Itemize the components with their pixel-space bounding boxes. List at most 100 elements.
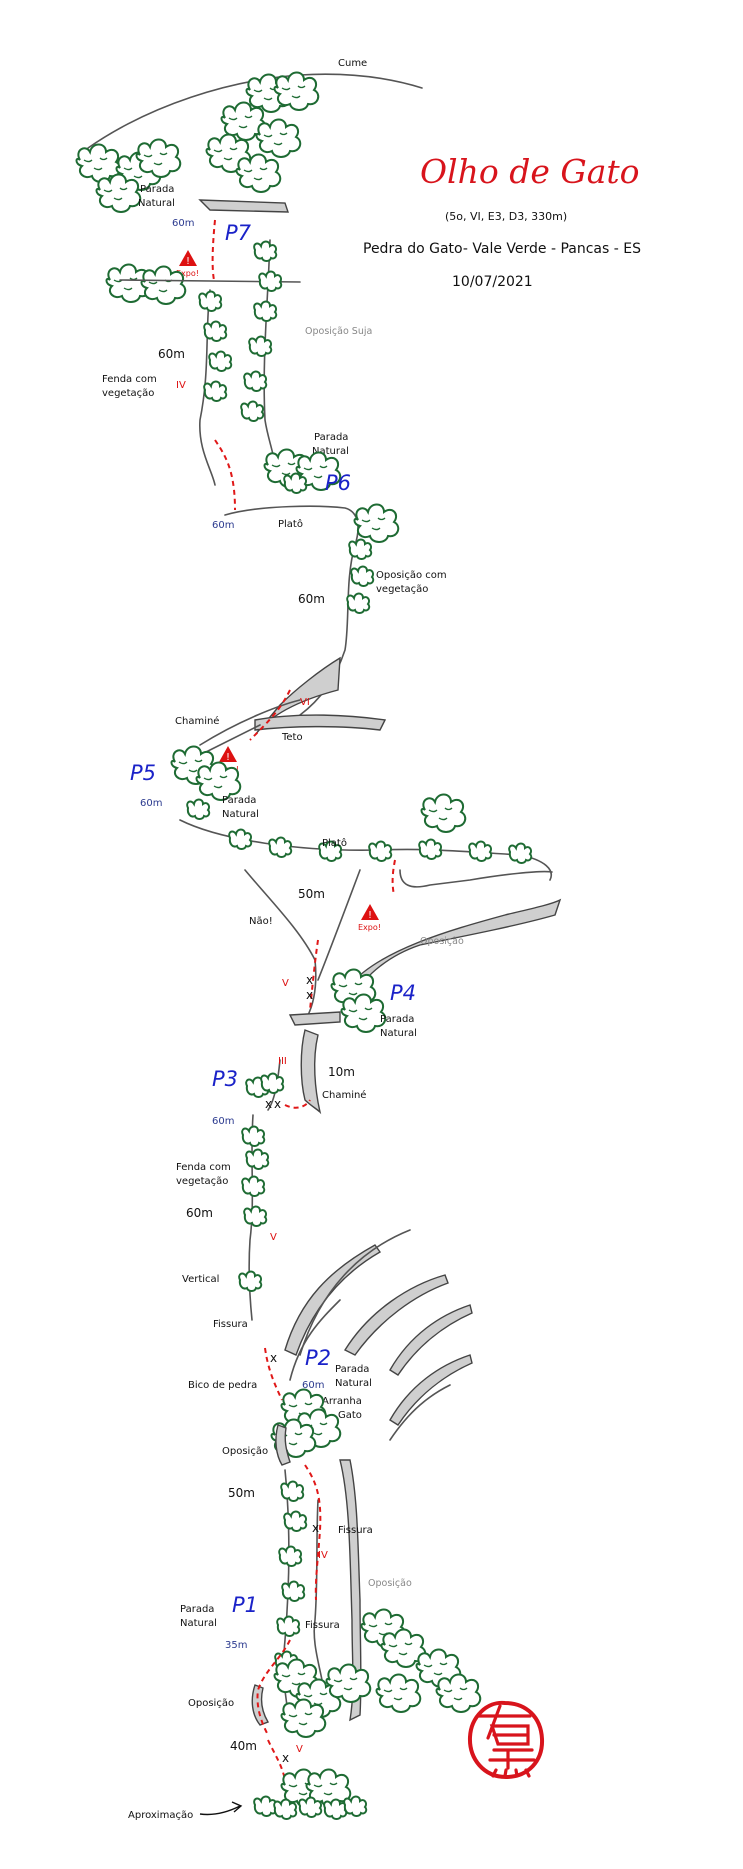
p1-grade: V <box>296 1744 303 1755</box>
slab-lines <box>289 1299 451 1441</box>
slab-1 <box>284 1244 382 1356</box>
p5-left-wall <box>244 869 317 1021</box>
p7-length-label: 60m <box>158 347 185 361</box>
p2-length-label: 50m <box>228 1486 255 1500</box>
hanko-seal <box>467 1700 545 1780</box>
p2-grade: IV <box>318 1550 328 1561</box>
p4-parada-natural-label-2: Natural <box>380 1028 417 1039</box>
p6-parada-natural-label-1: Parada <box>314 432 348 443</box>
p6-roof <box>254 714 387 731</box>
svg-text:Expo!: Expo! <box>176 269 199 278</box>
p2-fissura-label: Fissura <box>338 1525 373 1536</box>
p3-grade: V <box>270 1232 277 1243</box>
p7-route-line <box>211 219 216 281</box>
summit-ridge <box>87 73 423 149</box>
p7-parada-natural-label-1: Parada <box>140 184 174 195</box>
p3-fissura-label: Fissura <box>213 1319 248 1330</box>
p3-fenda-label-2: vegetação <box>176 1176 228 1187</box>
warning-icon <box>179 250 197 266</box>
p1-length-label: 40m <box>230 1739 257 1753</box>
approach-arrow <box>199 1801 243 1816</box>
p4-chamine-label: Chaminé <box>322 1089 366 1101</box>
oposicao-suja-label: Oposição Suja <box>305 326 372 337</box>
p3-length-label: 60m <box>186 1206 213 1220</box>
p1-pitch-label: P1 <box>232 1593 258 1617</box>
p5-bolt-2: x <box>306 988 313 1002</box>
p2-pitch-label: P2 <box>305 1346 331 1370</box>
p7-fenda-label-1: Fenda com <box>102 374 157 385</box>
p5-parada-natural-label-1: Parada <box>222 795 256 806</box>
p7-parada-natural-label-2: Natural <box>138 198 175 209</box>
p6-oposicao-label-1: Oposição com <box>376 570 447 581</box>
slab-3 <box>389 1304 473 1376</box>
arranha-gato-label-2: Gato <box>338 1410 362 1421</box>
p1-parada-natural-label-2: Natural <box>180 1618 217 1629</box>
p1-fissura-label: Fissura <box>305 1620 340 1631</box>
slab-2 <box>343 1274 449 1356</box>
p7-fenda-label-2: vegetação <box>102 388 154 399</box>
oposicao-right-label: Oposição <box>368 1578 412 1589</box>
p4-grade: III <box>278 1056 287 1067</box>
vertical-label: Vertical <box>182 1274 219 1285</box>
base-vegetation <box>253 1768 368 1820</box>
p1-bolt: x <box>282 1751 289 1765</box>
svg-text:Expo!: Expo! <box>358 923 381 932</box>
p2-route-line-upper <box>264 1347 283 1401</box>
cume-label: Cume <box>338 58 367 69</box>
p4-parada-natural-label-1: Parada <box>380 1014 414 1025</box>
p5-right-wall <box>317 869 361 981</box>
p7-crack-left <box>199 289 216 486</box>
route-location: Pedra do Gato- Vale Verde - Pancas - ES <box>363 241 641 257</box>
p2-anchor-length: 60m <box>302 1380 324 1391</box>
warning-icon <box>219 746 237 762</box>
p7-left-vegetation <box>105 263 187 305</box>
p2-fissura-line <box>313 1499 323 1681</box>
p6-right-vegetation <box>346 503 400 614</box>
p5-pitch-label: P5 <box>130 761 156 785</box>
p5-route-line-lower <box>309 939 319 1011</box>
bico-pedra-label: Bico de pedra <box>188 1380 257 1391</box>
p5-oposicao-flake <box>349 898 562 997</box>
p3-pitch-label: P3 <box>212 1067 238 1091</box>
p6-oposicao-label-2: vegetação <box>376 584 428 595</box>
p5-parada-natural-label-2: Natural <box>222 809 259 820</box>
p7-grade: IV <box>176 380 186 391</box>
p5-route-line <box>391 859 396 896</box>
p7-anchor-length: 60m <box>172 218 194 229</box>
p1-anchor-length: 35m <box>225 1640 247 1651</box>
p4-length-label: 10m <box>328 1065 355 1079</box>
p6-grade: VI <box>300 697 310 708</box>
p1-oposicao-label: Oposição <box>188 1698 234 1709</box>
p6-parada-natural-label-2: Natural <box>312 446 349 457</box>
p7-ledge <box>198 199 289 213</box>
p3-crack <box>248 1114 254 1321</box>
p2-right-wall <box>339 1459 362 1722</box>
p6-route-line <box>249 689 291 741</box>
arranha-gato-label-1: Arranha <box>322 1396 362 1407</box>
route-stats: (5o, VI, E3, D3, 330m) <box>445 210 567 223</box>
p7-pitch-label: P7 <box>225 221 252 245</box>
p5-bolt-1: x <box>306 973 313 987</box>
p5-oposicao-label: Oposição <box>420 936 464 947</box>
route-title: Olho de Gato <box>420 152 640 191</box>
p5-plato-line <box>179 819 552 881</box>
svg-text:!: ! <box>226 752 230 763</box>
p7-expo-warning: ! Expo! <box>176 250 199 278</box>
p2-parada-natural-label-2: Natural <box>335 1378 372 1389</box>
p5-flake-line <box>399 869 553 888</box>
aproximacao-label: Aproximação <box>128 1810 193 1821</box>
p2-left-vegetation <box>274 1480 308 1672</box>
p4-ledge <box>288 1011 341 1026</box>
p6-length-label: 60m <box>298 592 325 606</box>
p2-flake <box>275 1424 291 1466</box>
p3-crack-vegetation <box>238 1125 270 1292</box>
warning-icon <box>361 904 379 920</box>
p2-bolt-lower: x <box>312 1521 319 1535</box>
p4-chimney <box>300 1029 322 1115</box>
svg-text:!: ! <box>186 256 190 267</box>
p3-bolt-1: x <box>265 1097 272 1111</box>
slab-4 <box>389 1354 473 1426</box>
p6-anchor-length: 60m <box>212 520 234 531</box>
p3-bolt-2: x <box>274 1097 281 1111</box>
